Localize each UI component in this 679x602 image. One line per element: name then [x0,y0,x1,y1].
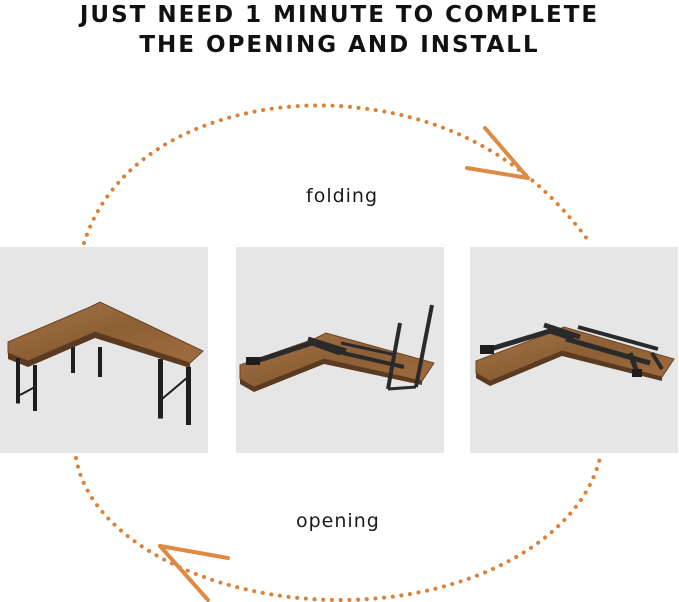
panel-desk-fully-folded [470,247,678,453]
headline: JUST NEED 1 MINUTE TO COMPLETE THE OPENI… [0,0,679,60]
arrow-right-icon [465,126,530,180]
desk-assembled-illustration [7,301,204,425]
opening-label: opening [296,510,380,532]
desk-partially-folded-illustration [239,304,435,392]
headline-line-2: THE OPENING AND INSTALL [139,32,540,58]
panel-desk-assembled [0,247,208,453]
headline-line-1: JUST NEED 1 MINUTE TO COMPLETE [79,2,600,28]
panel-desk-partially-folded [236,247,444,453]
lower-dotted-arc [74,456,602,602]
folding-label: folding [306,185,379,207]
desk-fully-folded-illustration [475,322,675,386]
arrow-left-icon [158,544,230,602]
